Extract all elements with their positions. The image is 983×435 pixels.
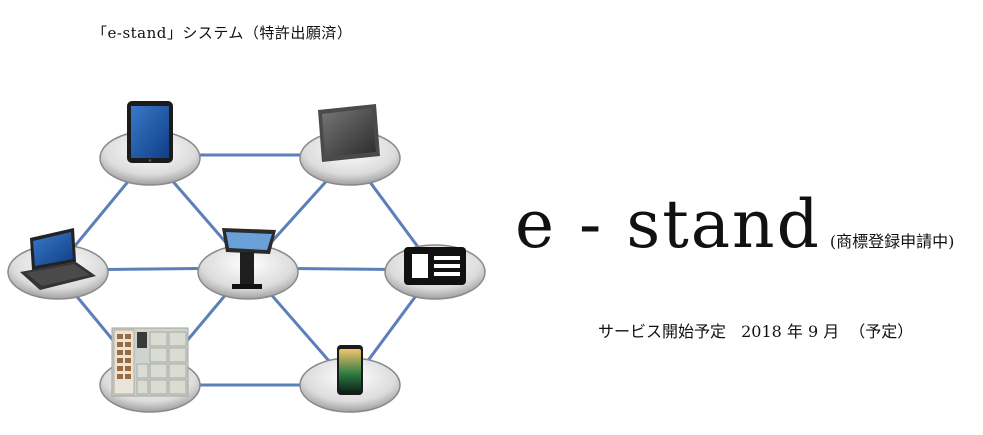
trademark-note: (商標登録申請中) xyxy=(829,232,955,251)
service-date: 2018 年 9 月 xyxy=(741,322,840,341)
brand-name: e - stand xyxy=(515,186,821,263)
service-label: サービス開始予定 xyxy=(598,322,727,341)
id-card-icon xyxy=(404,247,466,285)
service-note: （予定） xyxy=(849,322,914,341)
brand-logo: e - stand (商標登録申請中) xyxy=(515,186,954,263)
smartphone-icon xyxy=(337,345,363,395)
kiosk-terminal-icon xyxy=(222,228,276,289)
system-caption: 「e-stand」システム（特許出願済） xyxy=(92,24,353,42)
locker-icon xyxy=(111,327,189,397)
tablet-icon xyxy=(127,101,173,163)
wall-monitor-icon xyxy=(318,104,380,162)
laptop-icon xyxy=(20,228,96,290)
service-start: サービス開始予定 2018 年 9 月 （予定） xyxy=(598,318,923,342)
